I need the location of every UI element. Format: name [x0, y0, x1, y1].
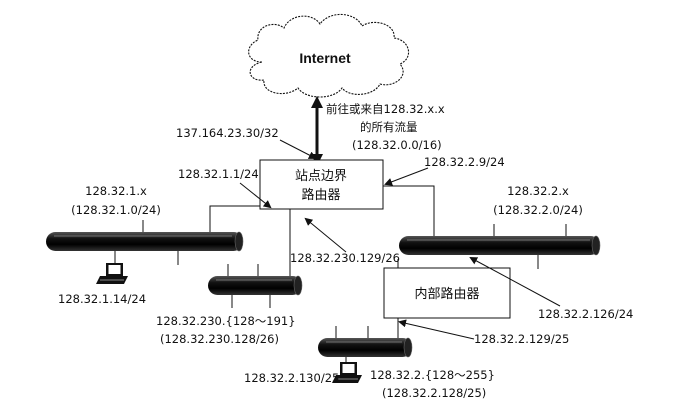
ext-iface-label: 137.164.23.30/32 — [176, 126, 279, 140]
wire-border-right — [383, 185, 435, 236]
traffic-note-line1: 前往或来自128.32.x.x — [326, 102, 445, 116]
border-if-bottom-label: 128.32.230.129/26 — [290, 251, 400, 265]
internet-link-arrow — [311, 96, 323, 166]
internet-cloud: Internet — [248, 13, 410, 98]
wire-border-left — [209, 205, 260, 232]
segment-left-name: 128.32.1.x — [85, 184, 147, 198]
segment-left-cidr: (128.32.1.0/24) — [71, 203, 161, 217]
segment-right-cable — [399, 224, 601, 269]
internal-router: 内部路由器 — [383, 267, 511, 319]
border-router-label-1: 站点边界 — [295, 169, 347, 184]
segment-right-name: 128.32.2.x — [507, 184, 569, 198]
segment-bottom-name: 128.32.2.{128～255} — [370, 368, 495, 382]
computer-icon — [96, 263, 128, 284]
left-host-label: 128.32.1.14/24 — [58, 292, 146, 306]
border-router: 站点边界 路由器 — [259, 159, 384, 210]
segment-middle-cidr: (128.32.230.128/26) — [160, 332, 279, 346]
internet-label: Internet — [299, 50, 351, 66]
segment-left-cable — [46, 220, 244, 265]
border-if-right-label: 128.32.2.9/24 — [424, 155, 505, 169]
internal-router-label: 内部路由器 — [414, 286, 479, 302]
segment-middle-cable — [208, 264, 303, 308]
segment-middle-name: 128.32.230.{128～191} — [156, 314, 296, 328]
border-router-label-2: 路由器 — [301, 187, 340, 203]
internal-if-top-label: 128.32.2.126/24 — [538, 307, 633, 321]
traffic-note-line3: (128.32.0.0/16) — [352, 138, 442, 152]
computer-icon — [332, 362, 362, 383]
traffic-note-line2: 的所有流量 — [360, 120, 418, 134]
segment-bottom-cidr: (128.32.2.128/25) — [382, 386, 486, 400]
segment-right-cidr: (128.32.2.0/24) — [493, 203, 583, 217]
border-if-left-label: 128.32.1.1/24 — [178, 167, 259, 181]
bottom-host-label: 128.32.2.130/25 — [244, 371, 339, 385]
internal-if-bottom-label: 128.32.2.129/25 — [474, 332, 569, 346]
